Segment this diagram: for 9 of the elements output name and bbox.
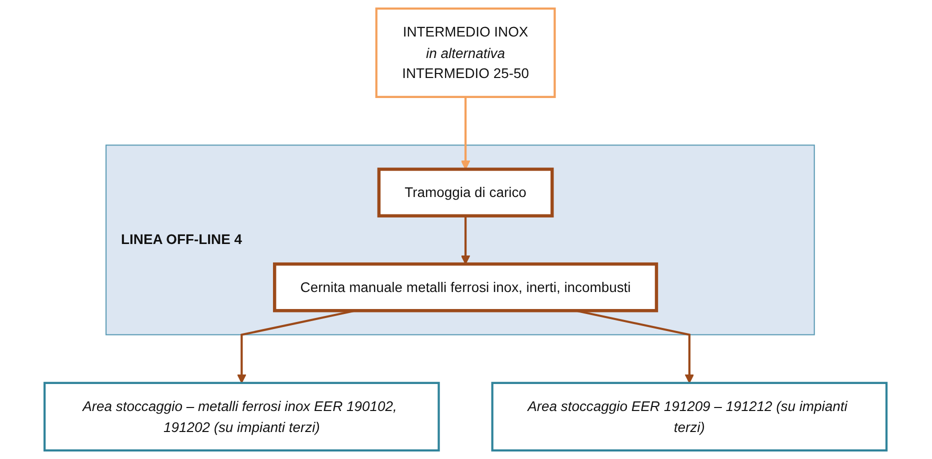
node-box <box>273 262 659 312</box>
arrow <box>461 216 471 264</box>
node-box <box>376 8 556 98</box>
node-box <box>378 168 554 218</box>
arrow <box>461 96 471 170</box>
flowchart: INTERMEDIO INOX in alternativa INTERMEDIO 25-50 Tramoggia di carico LINEA OFF-LINE 4 Cernita manuale metalli ferrosi inox, inerti, incombusti Area stoccaggio – metalli ferrosi inox EER 190102, 191202 (su impianti terzi) Area stoccaggio EER 191209 – 191212 (su impianti terzi) <box>36 0 896 459</box>
cluster <box>106 144 816 336</box>
node-box <box>44 382 440 452</box>
node-box <box>492 382 888 452</box>
